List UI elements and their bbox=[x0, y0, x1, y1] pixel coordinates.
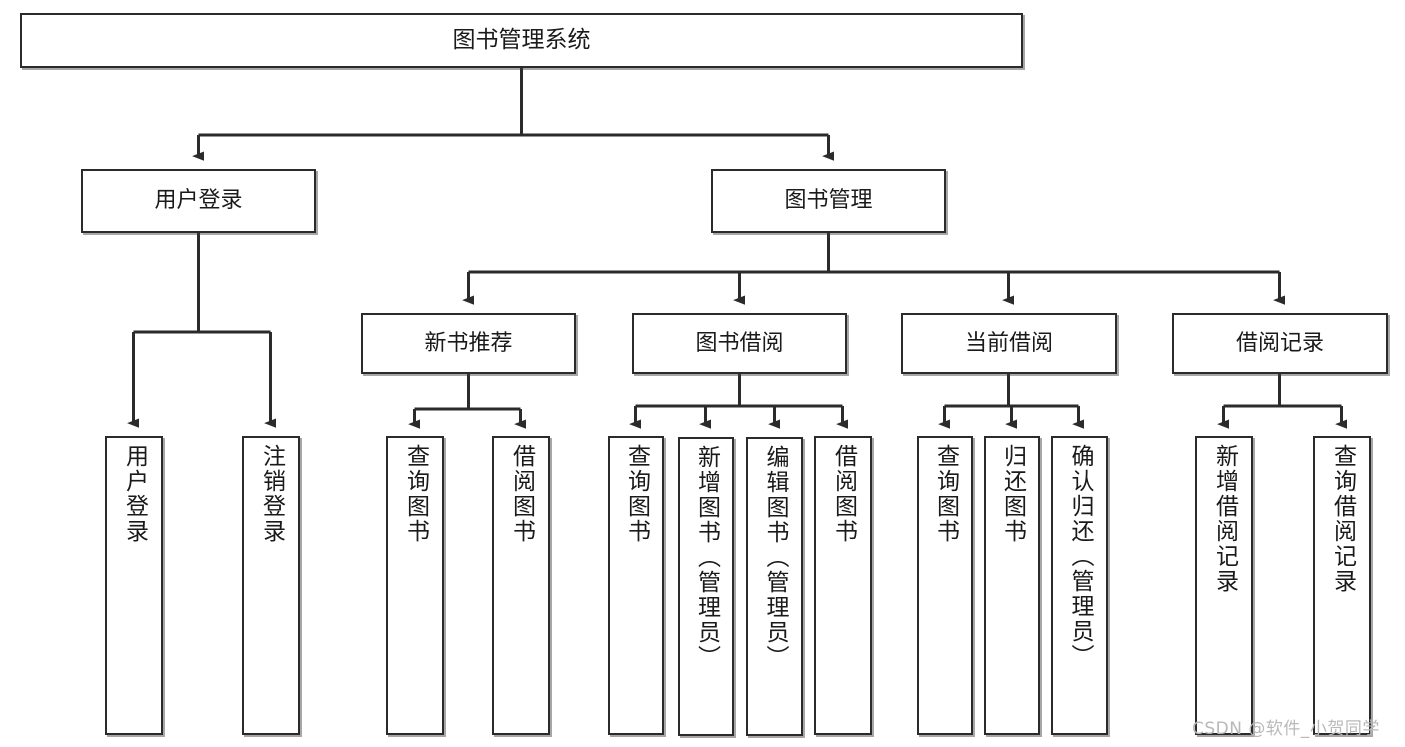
node-label: 新增借阅记录 bbox=[1211, 444, 1238, 594]
leaf-book-borrow-edit-admin[interactable]: 编辑图书（管理员） bbox=[746, 437, 803, 736]
node-label: 归还图书 bbox=[999, 444, 1026, 544]
node-label: 查询图书 bbox=[932, 444, 959, 544]
node-label: 新书推荐 bbox=[424, 330, 513, 356]
node-label: 借阅记录 bbox=[1235, 330, 1324, 356]
node-label: 新增图书（管理员） bbox=[693, 445, 720, 670]
node-label: 借阅图书 bbox=[830, 444, 857, 544]
node-label: 借阅图书 bbox=[508, 444, 535, 544]
leaf-book-borrow-borrow[interactable]: 借阅图书 bbox=[814, 436, 872, 735]
leaf-borrow-record-query[interactable]: 查询借阅记录 bbox=[1313, 436, 1371, 735]
node-book-management[interactable]: 图书管理 bbox=[711, 169, 946, 233]
leaf-book-borrow-query[interactable]: 查询图书 bbox=[608, 436, 664, 735]
node-root-book-management-system[interactable]: 图书管理系统 bbox=[20, 13, 1023, 68]
node-label: 查询图书 bbox=[402, 444, 429, 544]
node-label: 查询借阅记录 bbox=[1329, 444, 1356, 594]
node-label: 图书管理系统 bbox=[452, 26, 591, 53]
node-label: 注销登录 bbox=[258, 444, 285, 544]
node-label: 编辑图书（管理员） bbox=[762, 445, 788, 670]
leaf-user-login-login[interactable]: 用户登录 bbox=[105, 436, 163, 735]
leaf-new-book-borrow[interactable]: 借阅图书 bbox=[492, 436, 550, 735]
node-label: 当前借阅 bbox=[964, 330, 1053, 356]
leaf-user-login-logout[interactable]: 注销登录 bbox=[242, 436, 300, 735]
node-current-borrow[interactable]: 当前借阅 bbox=[901, 313, 1117, 374]
node-label: 查询图书 bbox=[623, 444, 650, 544]
leaf-borrow-record-add[interactable]: 新增借阅记录 bbox=[1195, 436, 1253, 735]
node-label: 图书借阅 bbox=[695, 330, 784, 356]
node-book-borrow[interactable]: 图书借阅 bbox=[632, 313, 847, 374]
node-label: 用户登录 bbox=[121, 444, 148, 544]
node-label: 图书管理 bbox=[784, 188, 873, 214]
leaf-current-borrow-query[interactable]: 查询图书 bbox=[917, 436, 973, 735]
node-user-login[interactable]: 用户登录 bbox=[81, 169, 316, 233]
leaf-current-borrow-return[interactable]: 归还图书 bbox=[984, 436, 1040, 735]
node-borrow-record[interactable]: 借阅记录 bbox=[1172, 313, 1388, 374]
leaf-current-borrow-confirm-return-admin[interactable]: 确认归还（管理员） bbox=[1051, 436, 1108, 735]
leaf-book-borrow-add-admin[interactable]: 新增图书（管理员） bbox=[678, 437, 734, 736]
leaf-new-book-query[interactable]: 查询图书 bbox=[386, 436, 444, 735]
node-label: 确认归还（管理员） bbox=[1067, 444, 1093, 669]
node-label: 用户登录 bbox=[154, 188, 243, 214]
node-new-book-recommend[interactable]: 新书推荐 bbox=[361, 313, 576, 374]
